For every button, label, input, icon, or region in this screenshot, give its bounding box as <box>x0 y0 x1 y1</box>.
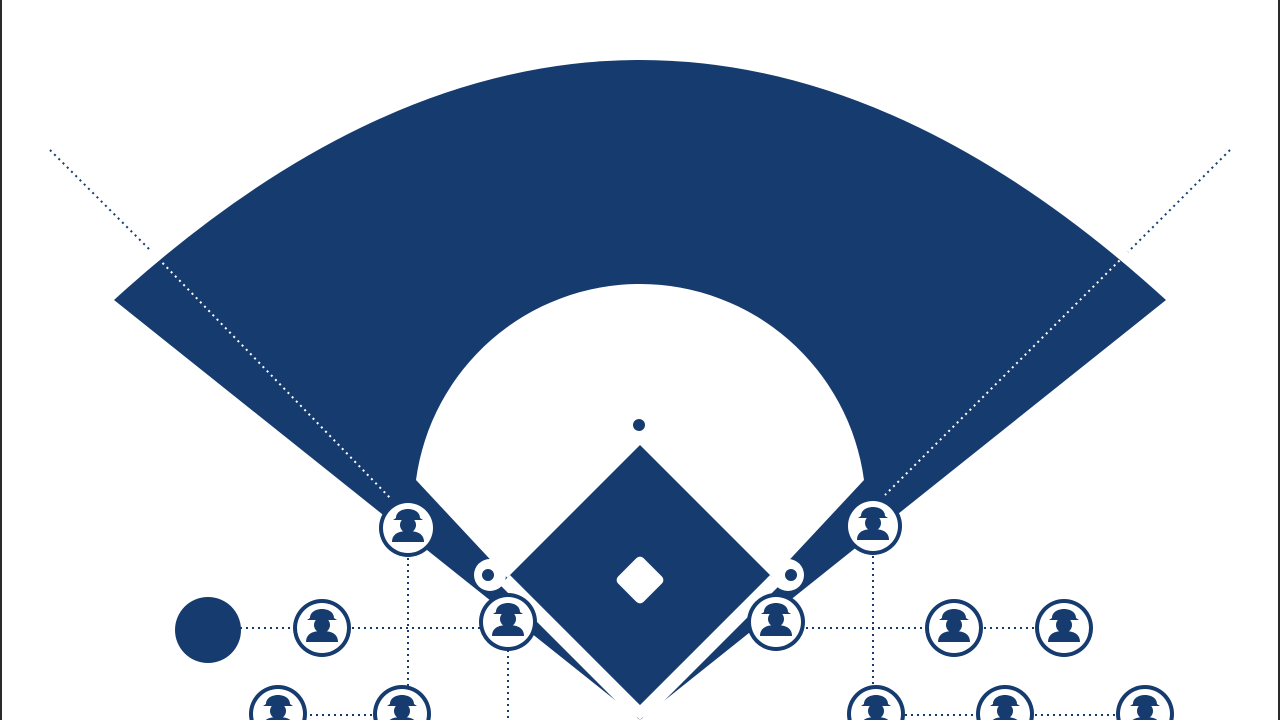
player-icon[interactable] <box>976 685 1034 720</box>
second-base-dot <box>633 419 645 431</box>
player-icon[interactable] <box>373 685 431 720</box>
player-icon[interactable] <box>1035 599 1093 657</box>
left-border <box>0 0 2 720</box>
first-base-dot <box>785 569 797 581</box>
player-icon[interactable] <box>379 499 437 557</box>
player-icon[interactable] <box>293 599 351 657</box>
left-foul-line-inner <box>149 249 393 501</box>
foul-lines <box>49 149 1231 501</box>
connector-lines <box>240 556 1115 720</box>
player-icon[interactable] <box>747 593 805 651</box>
player-icon[interactable] <box>1116 685 1174 720</box>
player-icon[interactable] <box>925 599 983 657</box>
player-icon[interactable] <box>847 685 905 720</box>
pitchers-mound <box>616 556 664 604</box>
player-icon[interactable] <box>844 497 902 555</box>
right-foul-line-outer <box>1127 149 1231 253</box>
player-icon[interactable] <box>479 593 537 651</box>
player-icon[interactable] <box>249 685 307 720</box>
third-base-dot <box>482 569 494 581</box>
right-border <box>1278 0 1280 720</box>
player-avatar[interactable] <box>175 597 241 663</box>
left-foul-line-outer <box>49 149 151 251</box>
base-path-right <box>635 575 780 720</box>
